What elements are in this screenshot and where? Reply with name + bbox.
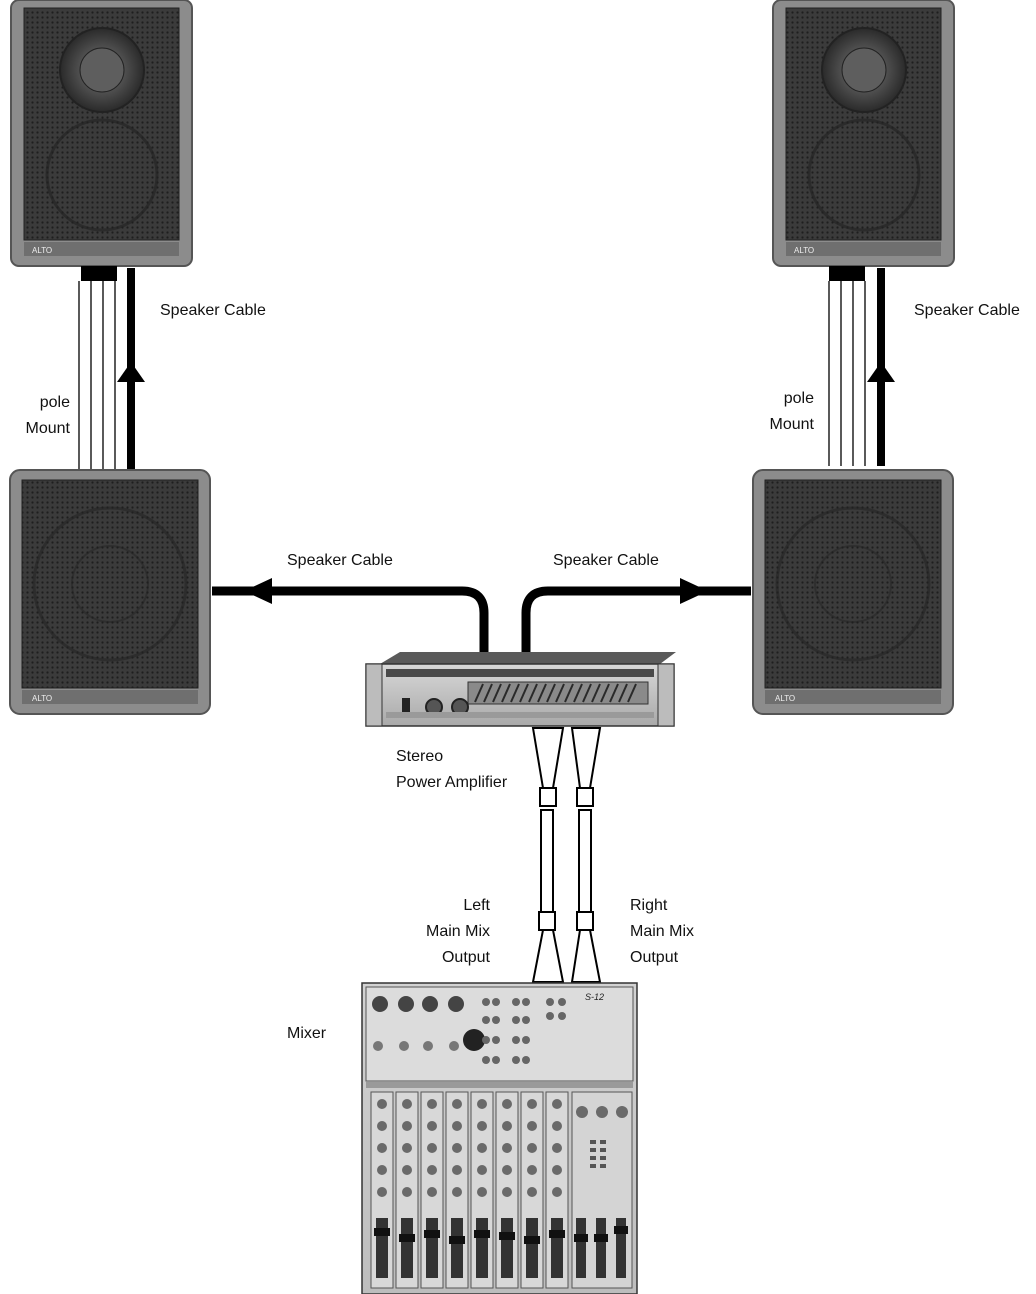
right-output-label-line-2: Main Mix bbox=[630, 923, 695, 940]
left-output-label-line-1: Left bbox=[463, 897, 490, 914]
left-main-mix-cable bbox=[531, 727, 565, 983]
mixer-label: Mixer bbox=[287, 1025, 327, 1042]
svg-text:ALTO: ALTO bbox=[794, 246, 814, 255]
mixer-master-section bbox=[571, 1091, 633, 1289]
left-subwoofer-icon: ALTO bbox=[9, 469, 211, 715]
mixer-channel-strips bbox=[370, 1091, 569, 1289]
right-pole-mount-label-line-2: Mount bbox=[769, 416, 814, 433]
svg-text:ALTO: ALTO bbox=[32, 246, 52, 255]
right-main-mix-output-label: Right Main Mix Output bbox=[630, 893, 694, 971]
right-pole-mount-label: pole Mount bbox=[756, 386, 814, 438]
top-left-speaker-cable-label: Speaker Cable bbox=[160, 302, 266, 319]
mixer-icon: S-12 bbox=[361, 982, 638, 1294]
top-right-speaker-icon: ALTO bbox=[772, 0, 955, 267]
svg-text:ALTO: ALTO bbox=[775, 694, 795, 703]
amplifier-label-line-1: Stereo bbox=[396, 748, 444, 765]
right-pole-mount-label-line-1: pole bbox=[783, 390, 814, 407]
top-right-speaker-cable-label: Speaker Cable bbox=[914, 302, 1020, 319]
left-pole-mount bbox=[78, 266, 117, 470]
right-pole-mount bbox=[828, 266, 866, 466]
top-left-speaker-icon: ALTO bbox=[10, 0, 193, 267]
left-output-label-line-2: Main Mix bbox=[425, 923, 490, 940]
left-vertical-speaker-cable bbox=[117, 268, 145, 470]
left-pole-mount-label-line-2: Mount bbox=[25, 420, 70, 437]
stereo-power-amplifier-icon bbox=[365, 652, 676, 727]
right-horizontal-speaker-cable bbox=[521, 578, 751, 655]
right-output-label-line-1: Right bbox=[630, 897, 668, 914]
svg-text:S-12: S-12 bbox=[585, 992, 604, 1002]
left-pole-mount-label-line-1: pole bbox=[39, 394, 70, 411]
amplifier-label: Stereo Power Amplifier bbox=[396, 744, 507, 796]
right-main-mix-cable bbox=[570, 727, 602, 983]
right-vertical-speaker-cable bbox=[867, 268, 895, 466]
left-pole-mount-label: pole Mount bbox=[16, 390, 70, 442]
right-subwoofer-icon: ALTO bbox=[752, 469, 954, 715]
svg-text:ALTO: ALTO bbox=[32, 694, 52, 703]
left-horizontal-speaker-cable bbox=[212, 578, 489, 655]
mid-left-speaker-cable-label: Speaker Cable bbox=[287, 552, 393, 569]
mid-right-speaker-cable-label: Speaker Cable bbox=[553, 552, 659, 569]
left-output-label-line-3: Output bbox=[441, 949, 490, 966]
left-main-mix-output-label: Left Main Mix Output bbox=[404, 893, 490, 971]
amplifier-label-line-2: Power Amplifier bbox=[396, 774, 508, 791]
right-output-label-line-3: Output bbox=[630, 949, 679, 966]
